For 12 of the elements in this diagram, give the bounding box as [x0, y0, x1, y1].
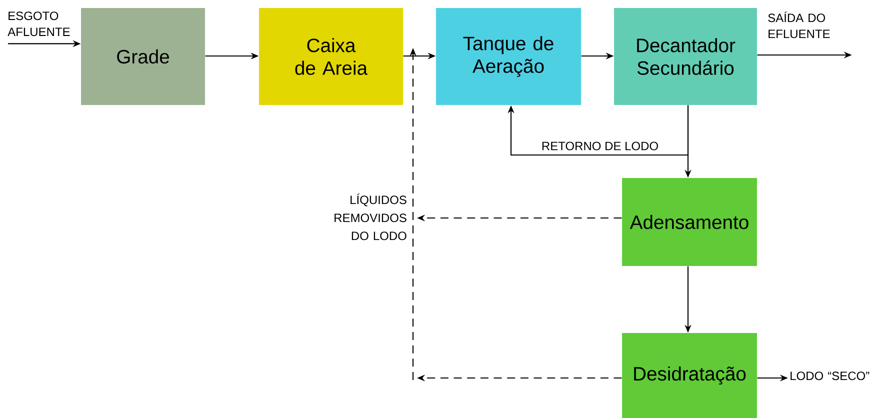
- arrow: [508, 105, 689, 156]
- process-box: Tanque de Aeração: [436, 8, 582, 106]
- process-box: Adensamento: [622, 178, 757, 266]
- process-box: Grade: [81, 8, 205, 106]
- flow-label: LÍQUIDOS REMOVIDOS DO LODO: [334, 194, 406, 240]
- process-box: Decantador Secundário: [614, 8, 757, 106]
- flow-label: ESGOTO AFLUENTE: [8, 12, 70, 36]
- flow-label: LODO “SECO”: [790, 372, 870, 380]
- process-box: Caixa de Areia: [259, 8, 403, 106]
- process-box: Desidratação: [622, 332, 757, 418]
- edge-label: RETORNO DE LODO: [542, 142, 658, 150]
- flow-label: SAÍDA DO EFLUENTE: [768, 12, 830, 38]
